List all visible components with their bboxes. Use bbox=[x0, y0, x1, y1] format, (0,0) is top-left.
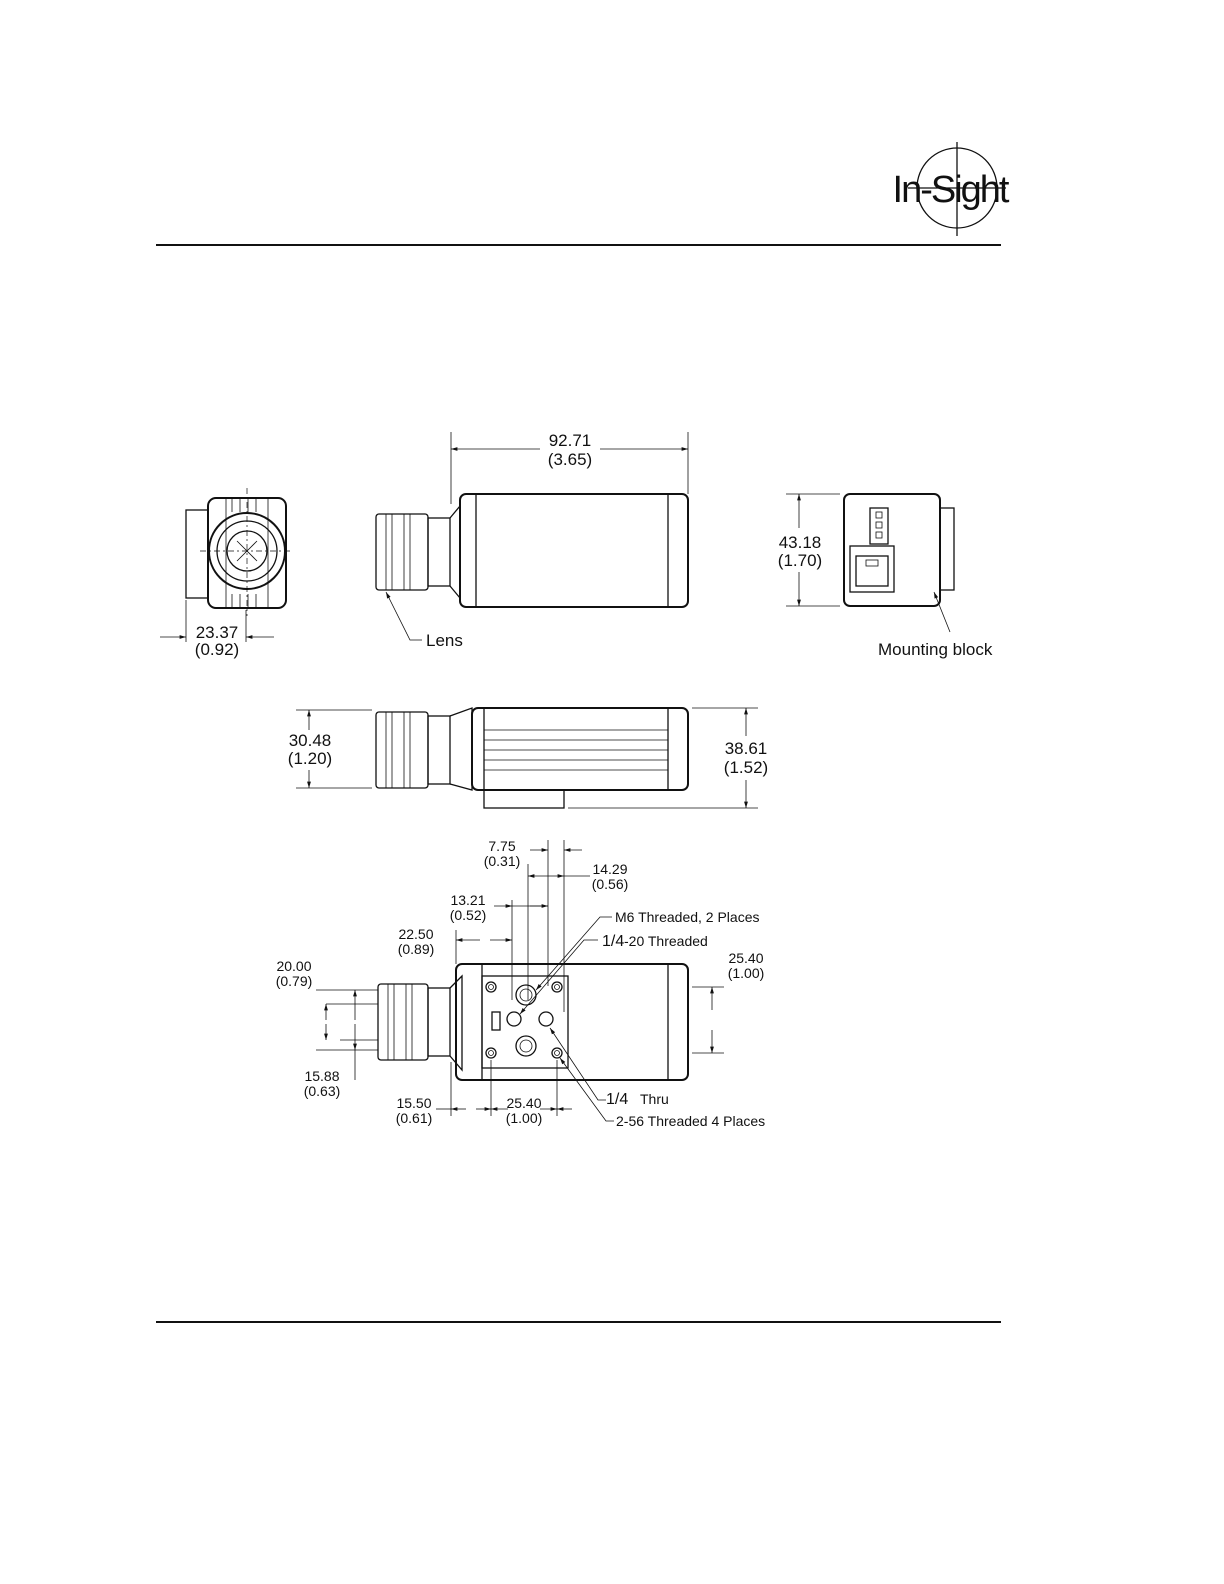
dim-25-40-v-in: (1.00) bbox=[728, 965, 765, 981]
rear-view: 43.18 (1.70) Mounting block bbox=[778, 494, 993, 659]
top-total-height-mm: 38.61 bbox=[725, 739, 768, 758]
callout-quarter-thru: Thru bbox=[640, 1091, 669, 1107]
front-width-in: (0.92) bbox=[195, 640, 239, 659]
side-length-mm: 92.71 bbox=[549, 431, 592, 450]
dim-15-50-in: (0.61) bbox=[396, 1110, 433, 1126]
callout-quarter-20: -20 Threaded bbox=[624, 933, 708, 949]
dim-13-21-in: (0.52) bbox=[450, 907, 487, 923]
callout-quarter-20-fraction: 1/4 bbox=[602, 933, 624, 950]
rear-height-in: (1.70) bbox=[778, 551, 822, 570]
dim-20-00-in: (0.79) bbox=[276, 973, 313, 989]
dim-22-50-mm: 22.50 bbox=[398, 926, 433, 942]
dim-7-75-in: (0.31) bbox=[484, 853, 521, 869]
dim-15-88-mm: 15.88 bbox=[304, 1068, 339, 1084]
dim-22-50-in: (0.89) bbox=[398, 941, 435, 957]
dim-14-29-in: (0.56) bbox=[592, 876, 629, 892]
rear-height-mm: 43.18 bbox=[779, 533, 822, 552]
dim-14-29-mm: 14.29 bbox=[592, 861, 627, 877]
top-body-height-mm: 30.48 bbox=[289, 731, 332, 750]
dim-25-40-h-in: (1.00) bbox=[506, 1110, 543, 1126]
side-length-in: (3.65) bbox=[548, 450, 592, 469]
bottom-view: 7.75 (0.31) 14.29 (0.56) 13.21 (0.52) 22… bbox=[276, 838, 765, 1129]
dim-15-50-mm: 15.50 bbox=[396, 1095, 431, 1111]
dim-7-75-mm: 7.75 bbox=[488, 838, 515, 854]
top-total-height-in: (1.52) bbox=[724, 758, 768, 777]
side-view: 92.71 (3.65) Lens bbox=[376, 431, 688, 650]
lens-label: Lens bbox=[426, 631, 463, 650]
top-body-height-in: (1.20) bbox=[288, 749, 332, 768]
callout-quarter-thru-fraction: 1/4 bbox=[606, 1091, 628, 1108]
dim-25-40-h-mm: 25.40 bbox=[506, 1095, 541, 1111]
dim-20-00-mm: 20.00 bbox=[276, 958, 311, 974]
mounting-block-label: Mounting block bbox=[878, 640, 993, 659]
callout-2-56: 2-56 Threaded 4 Places bbox=[616, 1113, 765, 1129]
callout-m6: M6 Threaded, 2 Places bbox=[615, 909, 760, 925]
dim-13-21-mm: 13.21 bbox=[450, 892, 485, 908]
dim-15-88-in: (0.63) bbox=[304, 1083, 341, 1099]
dim-25-40-v-mm: 25.40 bbox=[728, 950, 763, 966]
top-view: 30.48 (1.20) 38.61 (1.52) bbox=[288, 708, 768, 808]
front-view: 23.37 (0.92) bbox=[160, 488, 292, 659]
